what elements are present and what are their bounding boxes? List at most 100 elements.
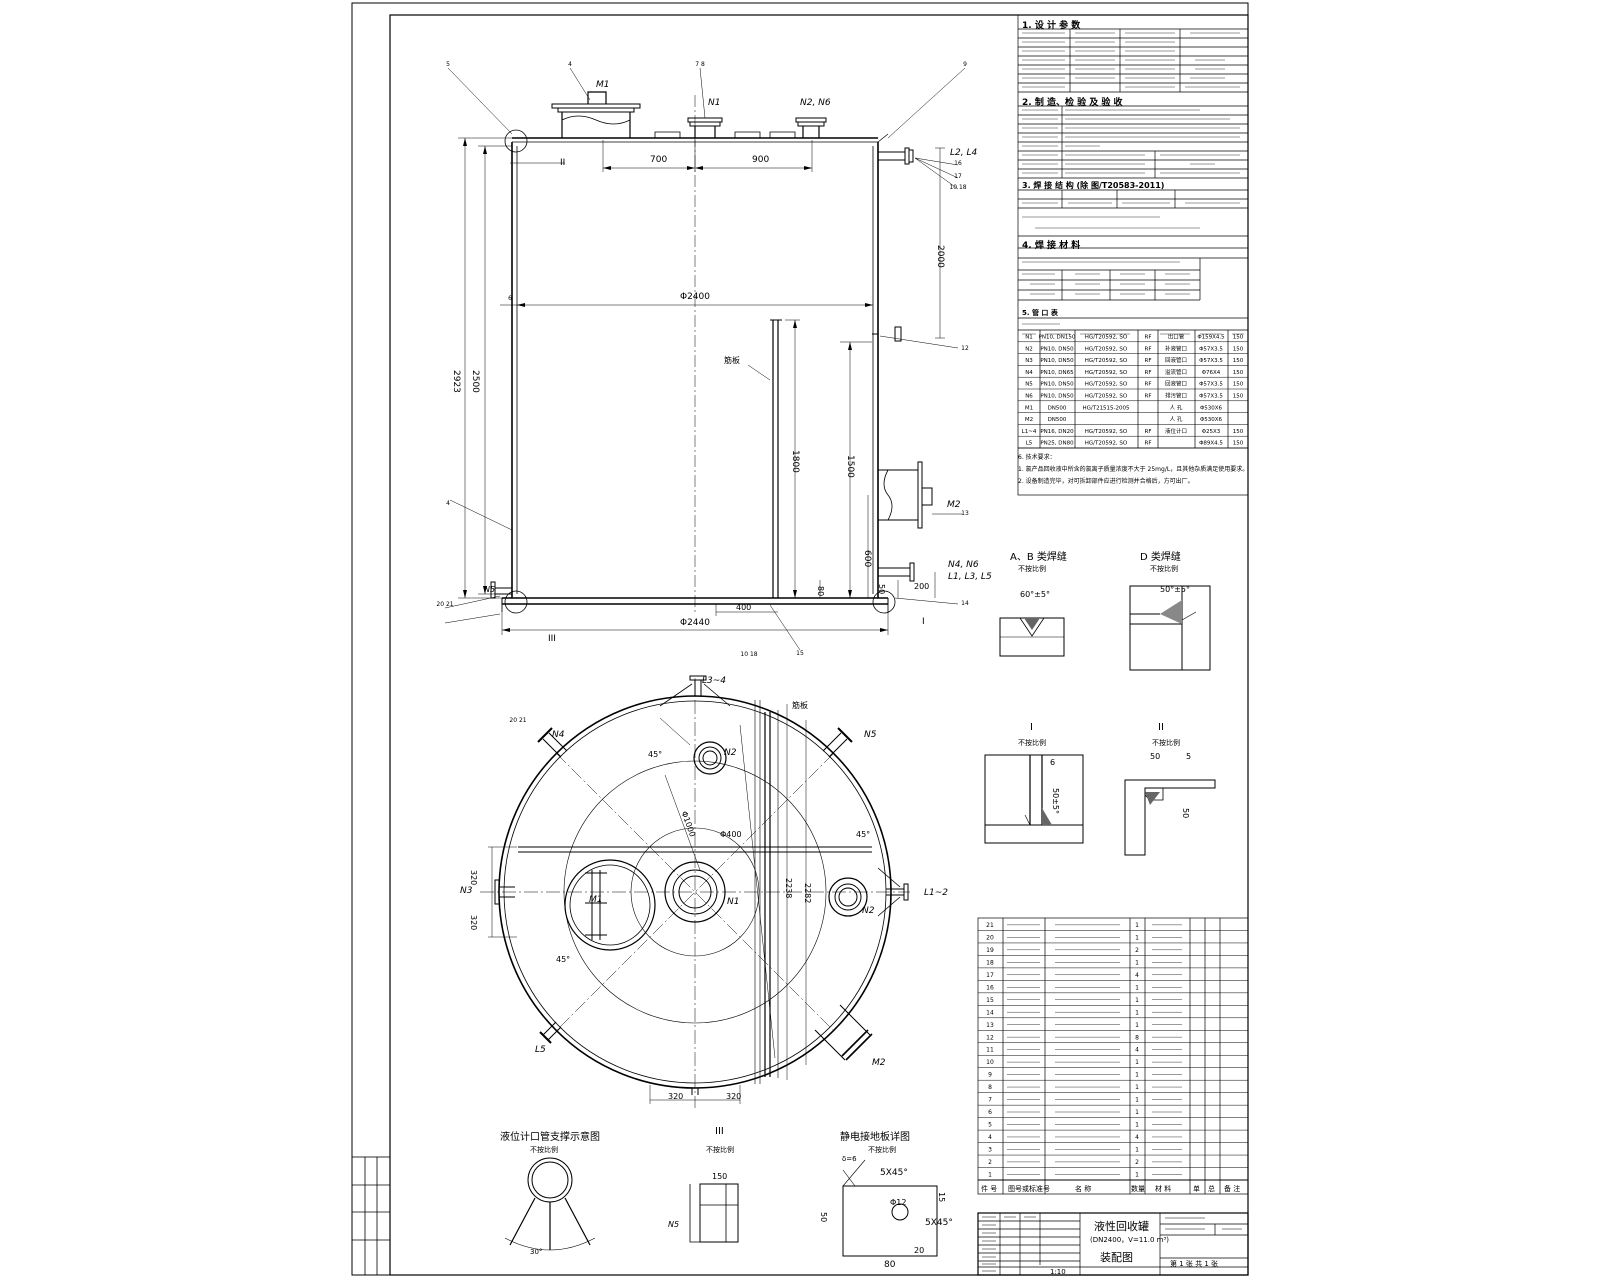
title-block [977, 1212, 1249, 1276]
balloon-13: 13 [961, 510, 969, 517]
nozzle-cell: HG/T20592, SO [1085, 429, 1128, 435]
nozzle-cell: Φ89X4.5 [1199, 441, 1223, 447]
label-m2-top: M2 [872, 1058, 886, 1068]
detail-ii-dim50: 50 [1150, 752, 1161, 761]
nozzle-cell: RF [1145, 382, 1152, 388]
balloon-17: 17 [954, 173, 962, 180]
notes-title: 6. 技术要求： [1018, 454, 1056, 461]
parts-row-qty: 1 [1135, 1009, 1139, 1016]
dim-50: 50 [877, 584, 886, 595]
detail-d-title: D 类焊缝 [1140, 552, 1181, 563]
parts-row-qty: 1 [1135, 1059, 1139, 1066]
parts-row-qty: 1 [1135, 1172, 1139, 1179]
title-block-fill [982, 1216, 1242, 1272]
balloon-10-18: 10 18 [949, 184, 966, 191]
parts-header-remark: 备 注 [1224, 1185, 1241, 1193]
nozzle-cell: DN500 [1048, 417, 1067, 423]
parts-row-qty: 2 [1135, 1159, 1139, 1166]
design-table-fill [1022, 32, 1244, 335]
detail-iii-dim150: 150 [712, 1172, 728, 1181]
label-roman1: I [922, 617, 925, 627]
nozzle-cell: 回液管口 [1165, 380, 1187, 388]
balloon-17: 10 18 [740, 651, 757, 658]
nozzle-cell: 回液管口 [1165, 356, 1187, 364]
balloon-15: 15 [796, 650, 804, 657]
nozzle-cell: 150 [1233, 335, 1244, 341]
nozzle-cell: RF [1145, 358, 1152, 364]
nozzle-cell: 150 [1233, 429, 1244, 435]
label-n3: N3 [460, 886, 473, 896]
parts-header-name: 名 称 [1075, 1185, 1092, 1193]
angle-45-a: 45° [648, 750, 663, 759]
parts-row-qty: 1 [1135, 1109, 1139, 1116]
dim-1500: 1500 [845, 455, 855, 478]
detail-ground-plate [842, 1159, 938, 1257]
dim-200: 200 [914, 582, 930, 591]
detail-ii-dim50b: 50 [1181, 808, 1190, 819]
parts-row-no: 15 [986, 997, 994, 1004]
nozzle-cell: Φ530X6 [1200, 405, 1223, 411]
parts-row-qty: 1 [1135, 959, 1139, 966]
label-n4: N4 [552, 730, 565, 740]
parts-row-no: 2 [988, 1159, 992, 1166]
parts-row-no: 8 [988, 1084, 992, 1091]
nozzle-cell: RF [1145, 429, 1152, 435]
detail-ii [1124, 779, 1216, 856]
label-jiaoban: 筋板 [724, 356, 740, 365]
ground-5x45-b: 5X45° [925, 1218, 953, 1228]
detail-d-scale: 不按比例 [1150, 565, 1178, 573]
nozzle-cell: N4 [1025, 370, 1033, 376]
front-view [490, 91, 933, 614]
section2-title: 2. 制 造、检 验 及 验 收 [1022, 98, 1123, 108]
label-roman3: III [548, 634, 556, 644]
balloon-7-8: 7 8 [695, 61, 705, 68]
balloon-4: 4 [568, 61, 572, 68]
ground-d12: Φ12 [890, 1198, 907, 1207]
nozzle-cell: PN10, DN50 [1040, 358, 1074, 364]
detail-i-angle: 50±5° [1051, 788, 1060, 814]
nozzle-cell: 溢流管口 [1165, 368, 1187, 376]
dim-600: 600 [862, 550, 872, 568]
dim-900: 900 [752, 155, 770, 165]
note-2: 2. 设备制造完毕，对可拆卸部件应进行检测并合格后，方可出厂。 [1018, 478, 1194, 485]
detail-ii-scale: 不按比例 [1152, 739, 1180, 747]
label-n2n6: N2, N6 [800, 98, 831, 108]
balloon-9: 9 [963, 61, 967, 68]
parts-row-no: 5 [988, 1122, 992, 1129]
detail-ground-title: 静电接地板详图 [840, 1132, 910, 1143]
dim-2500: 2500 [470, 370, 480, 393]
detail-iii [689, 1183, 739, 1243]
nozzle-cell: PN25, DN80 [1040, 441, 1074, 447]
note-1: 1. 氯产品回收液中所含的氯离子质量浓度不大于 25mg/L，且其他杂质满足使用… [1018, 466, 1249, 473]
parts-row-no: 21 [986, 922, 994, 929]
label-jiaoban-top: 筋板 [792, 701, 808, 710]
nozzle-cell: HG/T21515-2005 [1082, 405, 1130, 411]
label-l135: L1, L3, L5 [948, 572, 992, 582]
label-n2-right: N2 [862, 906, 875, 916]
nozzle-cell: Φ57X3.5 [1199, 382, 1223, 388]
nozzle-cell: Φ530X6 [1200, 417, 1223, 423]
ground-80: 80 [884, 1260, 896, 1270]
ground-50: 50 [819, 1212, 828, 1223]
nozzle-cell: 150 [1233, 358, 1244, 364]
dim-320a: 320 [469, 870, 478, 886]
dim-80: 80 [816, 586, 825, 597]
parts-row-no: 14 [986, 1009, 994, 1016]
dim-1800: 1800 [790, 450, 800, 473]
drawing-type: 装配图 [1100, 1251, 1133, 1264]
parts-row-no: 6 [988, 1109, 992, 1116]
nozzle-cell: 补液管口 [1165, 344, 1187, 352]
ground-5x45-a: 5X45° [880, 1168, 908, 1178]
label-n4n6: N4, N6 [948, 560, 979, 570]
parts-row-qty: 1 [1135, 1022, 1139, 1029]
nozzle-cell: Φ159X4.5 [1197, 335, 1225, 341]
label-n2-top: N2 [724, 748, 737, 758]
nozzle-cell: N6 [1025, 394, 1033, 400]
label-m1: M1 [596, 80, 610, 90]
nozzle-cell: 150 [1233, 394, 1244, 400]
parts-row-no: 20 [986, 934, 994, 941]
nozzle-cell: Φ57X3.5 [1199, 394, 1223, 400]
detail-iii-n5: N5 [668, 1220, 680, 1229]
